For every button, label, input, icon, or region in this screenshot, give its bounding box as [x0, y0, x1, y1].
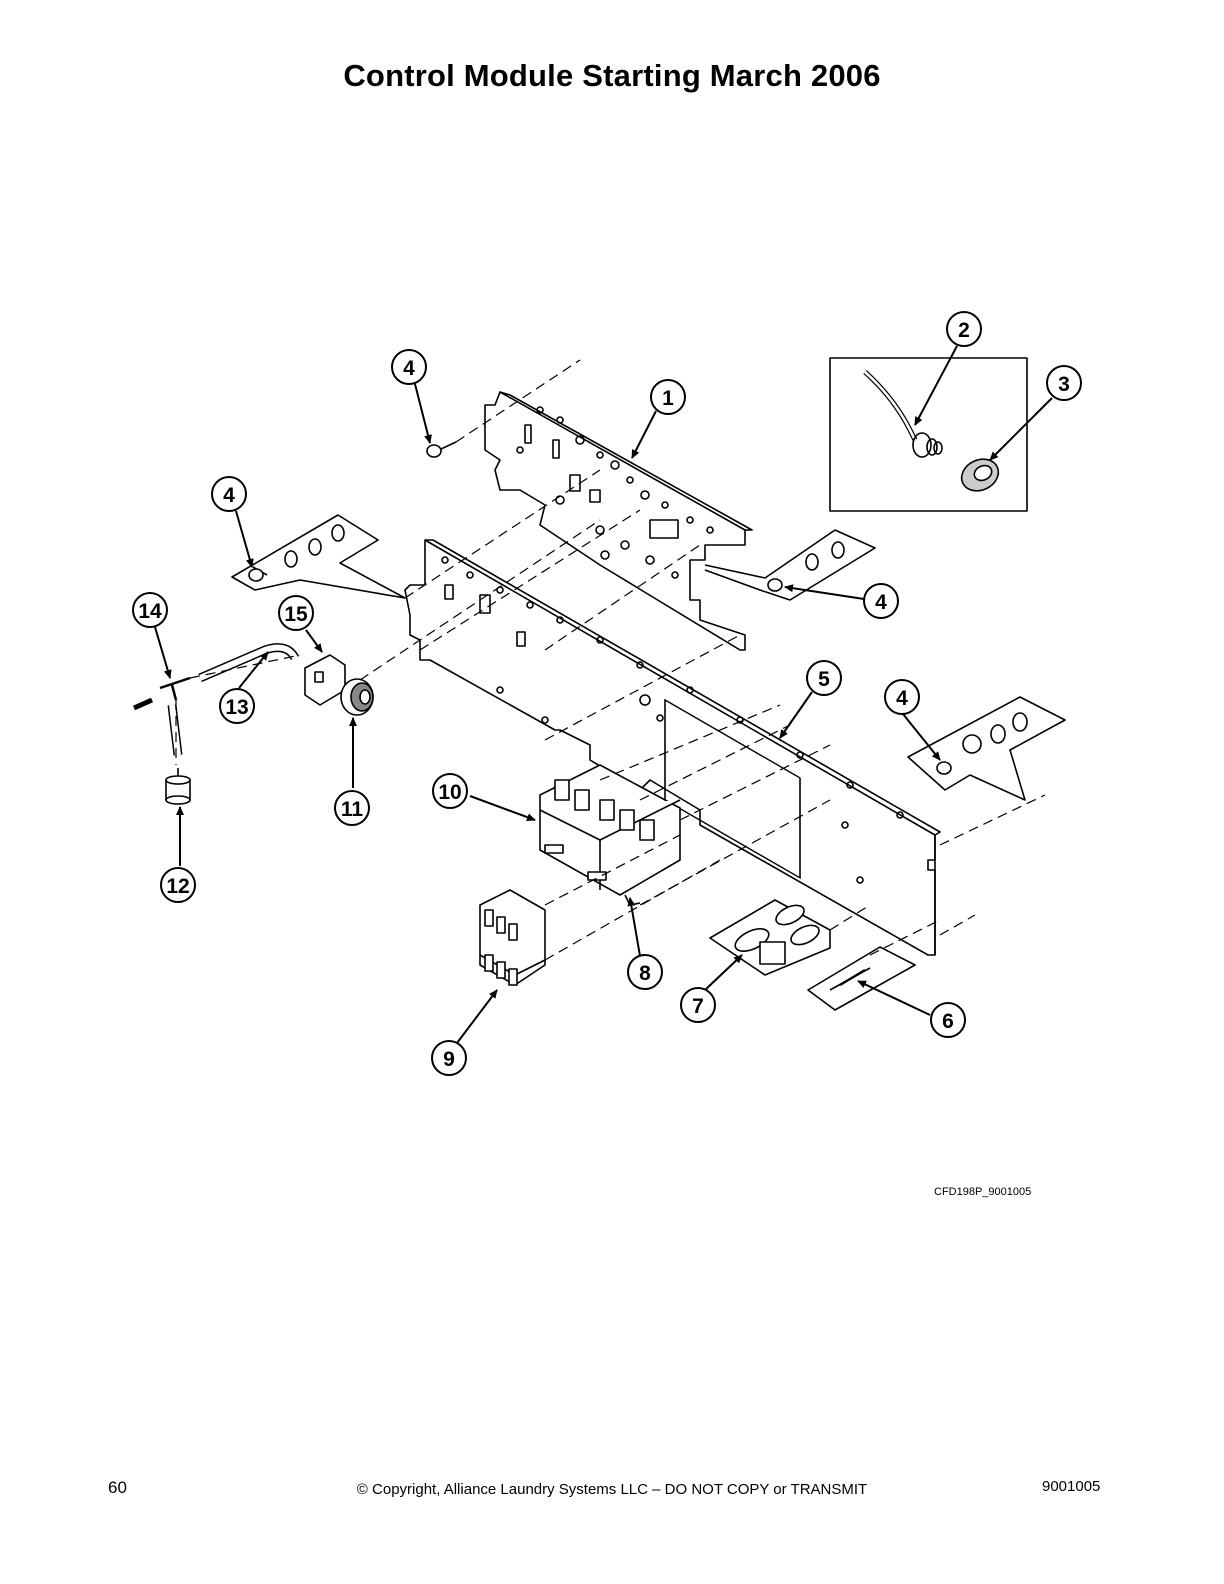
copyright-notice: © Copyright, Alliance Laundry Systems LL…	[356, 1481, 868, 1498]
svg-text:7: 7	[692, 995, 704, 1018]
leader-lines	[154, 345, 1053, 1044]
part-8-link	[624, 894, 641, 906]
svg-text:4: 4	[875, 591, 887, 614]
tee-fitting-part-14	[132, 676, 191, 711]
callout-4-right: 4	[884, 679, 920, 715]
callout-12: 12	[160, 867, 196, 903]
callout-2: 2	[946, 311, 982, 347]
lower-panel-part-5	[404, 539, 941, 956]
tube-part-14	[167, 704, 183, 756]
document-number: 9001005	[1042, 1478, 1101, 1495]
cap-part-12	[165, 768, 191, 805]
svg-text:4: 4	[403, 357, 415, 380]
svg-text:8: 8	[639, 962, 651, 985]
svg-text:3: 3	[1058, 373, 1070, 396]
svg-text:2: 2	[958, 319, 970, 342]
rivet-part-6	[839, 968, 866, 987]
svg-text:11: 11	[341, 798, 364, 821]
assembly-lines	[175, 359, 1046, 961]
page-number: 60	[108, 1478, 127, 1497]
upper-panel-part-1	[484, 391, 753, 651]
callout-7: 7	[680, 987, 716, 1023]
callout-4-right-upper: 4	[863, 583, 899, 619]
svg-text:5: 5	[818, 668, 830, 691]
callout-14: 14	[132, 592, 168, 628]
hardware-box-left	[231, 514, 406, 599]
callout-15: 15	[278, 595, 314, 631]
callout-8: 8	[627, 954, 663, 990]
hose-part-13	[198, 643, 300, 683]
inset-box-parts-2-3	[829, 357, 1028, 512]
page-title: Control Module Starting March 2006	[343, 58, 881, 93]
svg-text:4: 4	[896, 687, 908, 710]
bracket-plate-part-7	[709, 899, 831, 976]
callout-6: 6	[930, 1002, 966, 1038]
svg-text:1: 1	[662, 387, 674, 410]
svg-text:13: 13	[225, 696, 248, 719]
screw-upper	[426, 441, 457, 458]
hardware-box-right-upper	[704, 529, 876, 601]
screw-right	[936, 761, 952, 775]
svg-text:4: 4	[223, 484, 235, 507]
svg-text:9: 9	[443, 1048, 455, 1071]
svg-text:6: 6	[942, 1010, 954, 1033]
screw-left	[248, 568, 264, 582]
pressure-switch-part-11	[340, 678, 374, 716]
callouts: 1 2 3 4 4 4 4 5 6 7 8 9 10 11 12 13 14 1…	[132, 311, 1082, 1076]
callout-4-upper: 4	[391, 349, 427, 385]
svg-text:12: 12	[166, 875, 189, 898]
figure-code: CFD198P_9001005	[934, 1186, 1032, 1198]
svg-text:15: 15	[284, 603, 308, 626]
callout-13: 13	[219, 688, 255, 724]
callout-9: 9	[431, 1040, 467, 1076]
svg-text:10: 10	[438, 781, 461, 804]
screw-right-upper	[767, 578, 783, 592]
callout-4-left: 4	[211, 476, 247, 512]
svg-text:14: 14	[138, 600, 162, 623]
callout-5: 5	[806, 660, 842, 696]
terminal-block-part-9	[479, 889, 546, 986]
callout-10: 10	[432, 773, 468, 809]
callout-1: 1	[650, 379, 686, 415]
callout-3: 3	[1046, 365, 1082, 401]
bracket-part-15	[304, 654, 346, 706]
hardware-box-right	[907, 696, 1066, 801]
callout-11: 11	[334, 790, 370, 826]
